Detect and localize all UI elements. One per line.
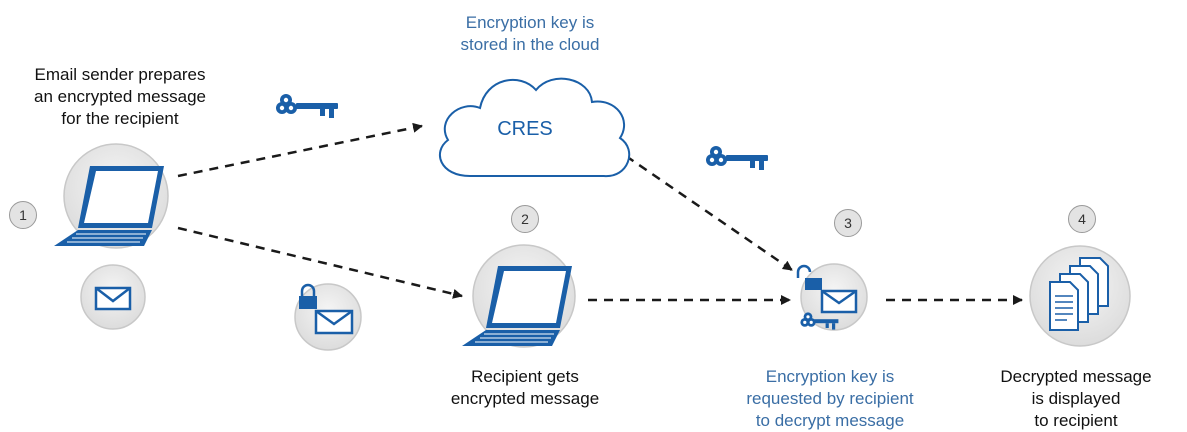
laptop-icon (462, 266, 572, 346)
key-request-caption: Encryption key is requested by recipient… (746, 367, 914, 430)
key-icon (276, 94, 338, 118)
step-badge-2: 2 (511, 205, 539, 233)
sender-caption: Email sender prepares an encrypted messa… (34, 65, 206, 128)
recipient-caption: Recipient gets encrypted message (450, 367, 600, 408)
envelope-icon (94, 286, 132, 311)
key-icon (800, 312, 839, 330)
arrow-cloud-to-key-request (625, 154, 793, 272)
laptop-icon (54, 166, 164, 246)
document-stack-icon (1049, 257, 1109, 331)
decrypted-caption: Decrypted message is displayed to recipi… (1000, 367, 1152, 430)
cloud-label: CRES (497, 118, 553, 140)
cloud-icon (438, 77, 631, 178)
cloud-caption: Encryption key is stored in the cloud (460, 13, 600, 54)
key-icon (706, 146, 768, 170)
step-badge-3: 3 (834, 209, 862, 237)
unlocked-envelope-icon (796, 264, 858, 314)
locked-envelope-icon (299, 283, 354, 335)
step-badge-1: 1 (9, 201, 37, 229)
step-badge-4: 4 (1068, 205, 1096, 233)
flow-arrows (177, 122, 1023, 305)
arrow-sender-to-cloud (177, 122, 423, 178)
arrow-sender-to-recipient (177, 226, 463, 299)
